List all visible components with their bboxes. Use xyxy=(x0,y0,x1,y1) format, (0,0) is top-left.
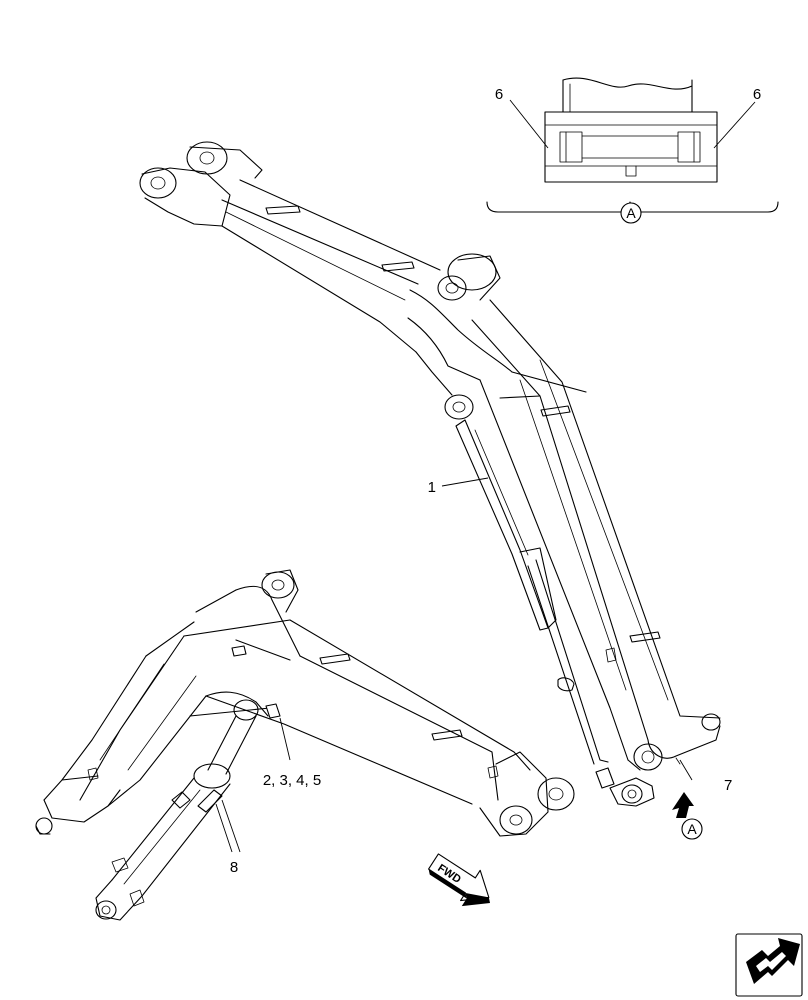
boom-secondary xyxy=(35,569,575,837)
arrow-a-label: A xyxy=(687,821,697,837)
callout-7: 7 xyxy=(724,777,732,794)
leader-8a xyxy=(215,803,233,853)
detail-view-a: A 6 6 xyxy=(486,77,779,224)
leader-7 xyxy=(679,759,693,781)
navigation-icon[interactable] xyxy=(735,933,803,997)
callout-1: 1 xyxy=(428,479,436,496)
leader-1 xyxy=(441,477,489,487)
secondary-cylinder xyxy=(95,699,281,921)
callout-6-left: 6 xyxy=(495,86,503,103)
boom-main xyxy=(139,141,721,771)
view-arrow-a: A xyxy=(672,792,703,840)
callout-8: 8 xyxy=(230,859,238,876)
leader-6-left xyxy=(509,99,549,149)
leader-6-right xyxy=(713,101,756,149)
leader-8b xyxy=(221,799,241,853)
callout-2-3-4-5: 2, 3, 4, 5 xyxy=(263,772,321,789)
view-a-label: A xyxy=(626,205,636,221)
fwd-arrow: FWD xyxy=(428,853,491,907)
view-a-circle xyxy=(620,202,642,224)
boom-cylinder xyxy=(455,419,655,807)
detail-bracket xyxy=(486,201,779,213)
leader-2345 xyxy=(279,717,291,761)
callout-6-right: 6 xyxy=(753,86,761,103)
view-arrow-icon xyxy=(672,792,694,818)
